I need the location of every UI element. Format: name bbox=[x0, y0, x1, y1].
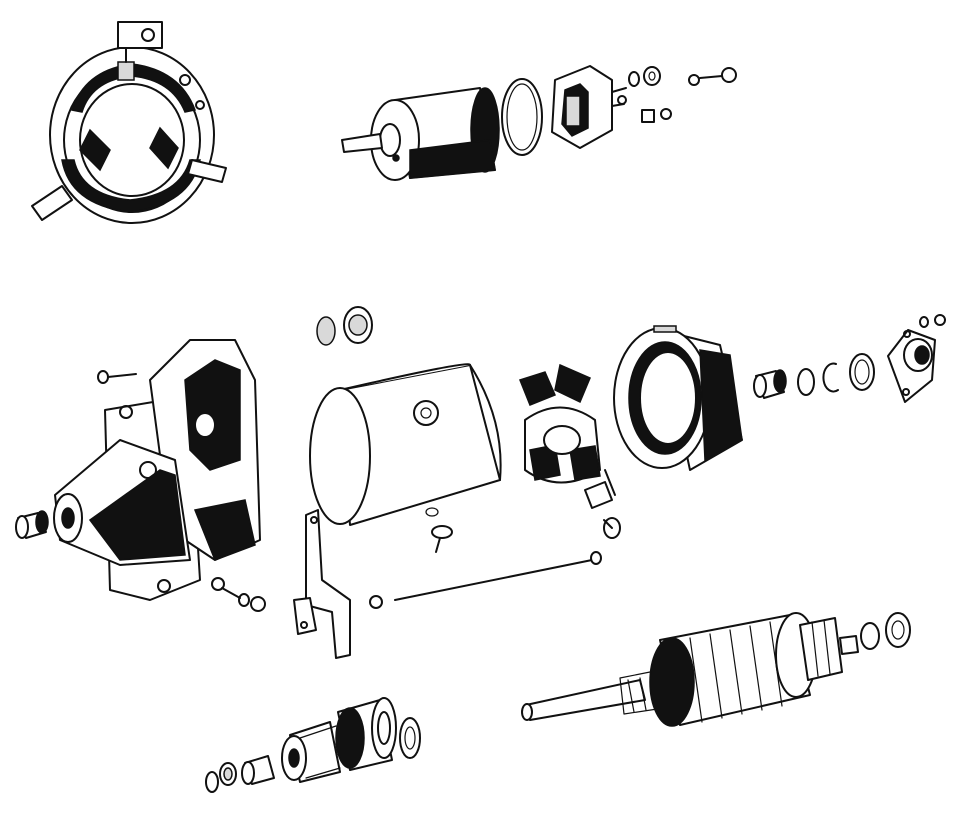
drive-end-housing bbox=[53, 339, 261, 601]
rubber-grommets bbox=[316, 306, 373, 346]
thrust-washers bbox=[860, 612, 911, 650]
frame-screw bbox=[431, 525, 453, 553]
end-bushing bbox=[753, 369, 787, 399]
bushing bbox=[15, 510, 49, 539]
pivot-bolt bbox=[211, 577, 266, 612]
shift-fork bbox=[293, 509, 351, 659]
through-bolt bbox=[369, 551, 602, 609]
terminal-nuts bbox=[628, 66, 672, 123]
armature bbox=[521, 612, 859, 727]
commutator-end-cover bbox=[613, 325, 743, 471]
washers bbox=[797, 353, 875, 396]
brush-holder-assembly bbox=[31, 21, 227, 224]
solenoid-seal-ring bbox=[501, 78, 543, 156]
drive-pinion bbox=[281, 721, 341, 783]
field-frame bbox=[309, 363, 502, 526]
drive-clutch bbox=[335, 697, 421, 771]
pinion-washers bbox=[205, 755, 275, 793]
brush-plate bbox=[519, 363, 621, 539]
solenoid-cap bbox=[551, 65, 627, 149]
solenoid-body bbox=[341, 87, 500, 181]
end-cap bbox=[887, 314, 946, 403]
housing-bolt bbox=[97, 370, 137, 384]
terminal-bolt bbox=[688, 67, 737, 86]
